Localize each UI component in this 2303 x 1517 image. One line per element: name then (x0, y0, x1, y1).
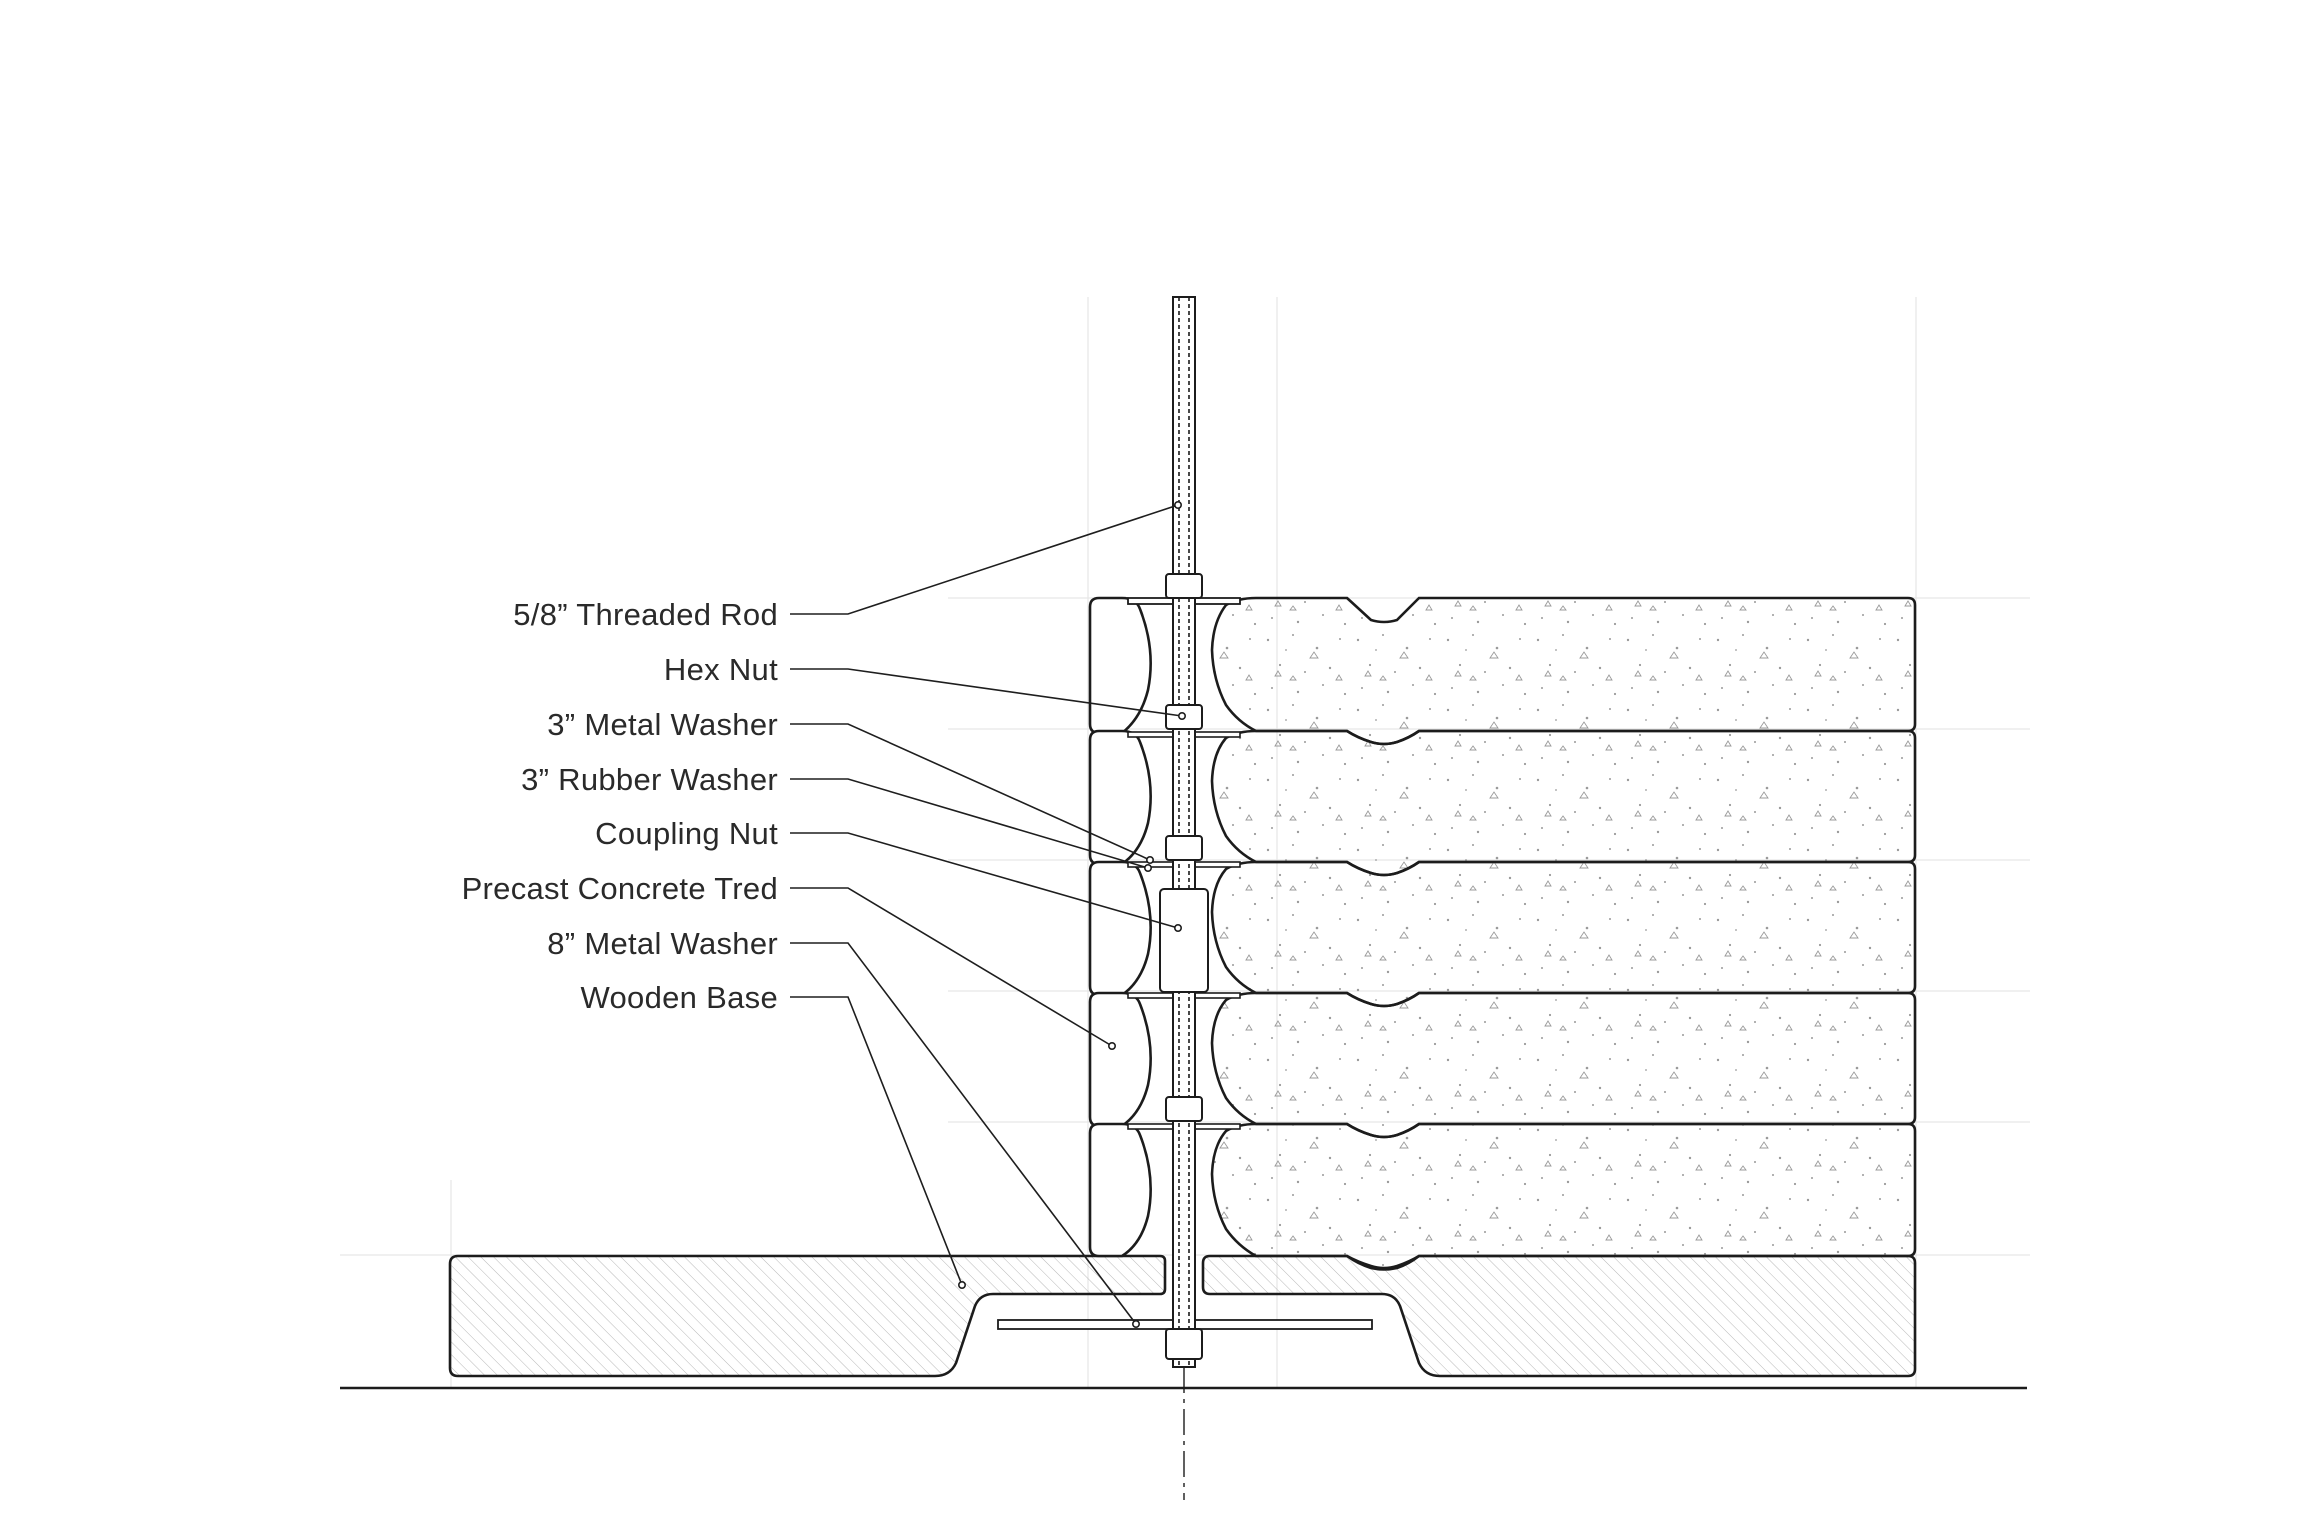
concrete-tread (1088, 860, 1917, 1008)
label-coupling-nut: Coupling Nut (595, 816, 778, 851)
hex-nut-shape (1165, 1096, 1203, 1122)
label-hex-nut: Hex Nut (664, 652, 778, 687)
hex-nut-shape (1165, 835, 1203, 861)
label-metal-washer-8in: 8” Metal Washer (547, 926, 778, 961)
nuts (1159, 573, 1209, 1360)
leader-lines (790, 500, 1187, 1329)
callout-labels: 5/8” Threaded Rod Hex Nut 3” Metal Washe… (462, 597, 778, 1015)
threaded-rod-shape (1172, 296, 1196, 1368)
concrete-tread (1088, 596, 1917, 746)
label-wooden-base: Wooden Base (581, 980, 778, 1015)
label-precast-concrete-tred: Precast Concrete Tred (462, 871, 778, 906)
label-metal-washer-3in: 3” Metal Washer (547, 707, 778, 742)
concrete-tread (1088, 729, 1917, 877)
label-rubber-washer-3in: 3” Rubber Washer (521, 762, 778, 797)
label-threaded-rod: 5/8” Threaded Rod (513, 597, 778, 632)
coupling-nut-shape (1159, 888, 1209, 993)
hex-nut-shape (1165, 573, 1203, 599)
concrete-treads (1088, 596, 1917, 1270)
wooden-base-shape (448, 1254, 1917, 1378)
concrete-tread (1088, 1122, 1917, 1270)
concrete-tread (1088, 991, 1917, 1139)
hex-nut-shape (1165, 1328, 1203, 1360)
